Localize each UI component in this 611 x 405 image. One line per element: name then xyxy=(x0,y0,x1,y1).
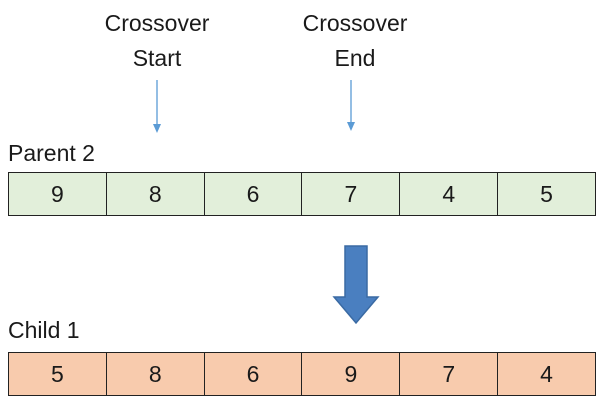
parent-gene-1: 9 xyxy=(51,180,64,207)
child-gene-3: 6 xyxy=(203,353,302,395)
parent-gene-6: 5 xyxy=(497,173,595,215)
crossover-start-line1: Crossover xyxy=(104,10,210,36)
child-gene-6: 4 xyxy=(497,353,595,395)
crossover-end-line2: End xyxy=(334,45,376,71)
crossover-start-line2: Start xyxy=(132,45,182,71)
parent-gene-5: 4 xyxy=(399,173,497,215)
parent-label: Parent 2 xyxy=(8,140,95,166)
child-gene-2: 8 xyxy=(105,353,204,395)
parent-gene-3: 6 xyxy=(203,173,302,215)
child-chromosome: 5 8 6 9 7 4 xyxy=(8,352,596,396)
parent-gene-4: 7 xyxy=(301,173,399,215)
child-gene-5: 7 xyxy=(399,353,497,395)
crossover-start-label: Crossover Start xyxy=(87,6,227,76)
down-arrow-icon xyxy=(332,245,380,325)
crossover-end-label: Crossover End xyxy=(285,6,425,76)
crossover-end-line1: Crossover xyxy=(302,10,408,36)
crossover-end-marker-arrow xyxy=(347,80,355,131)
crossover-start-marker-arrow xyxy=(153,80,161,133)
child-gene-4: 9 xyxy=(301,353,399,395)
parent-gene-2: 8 xyxy=(105,173,204,215)
parent-chromosome: 9 8 6 7 4 5 xyxy=(8,172,596,216)
child-gene-1: 5 xyxy=(51,360,64,387)
child-label: Child 1 xyxy=(8,317,80,343)
